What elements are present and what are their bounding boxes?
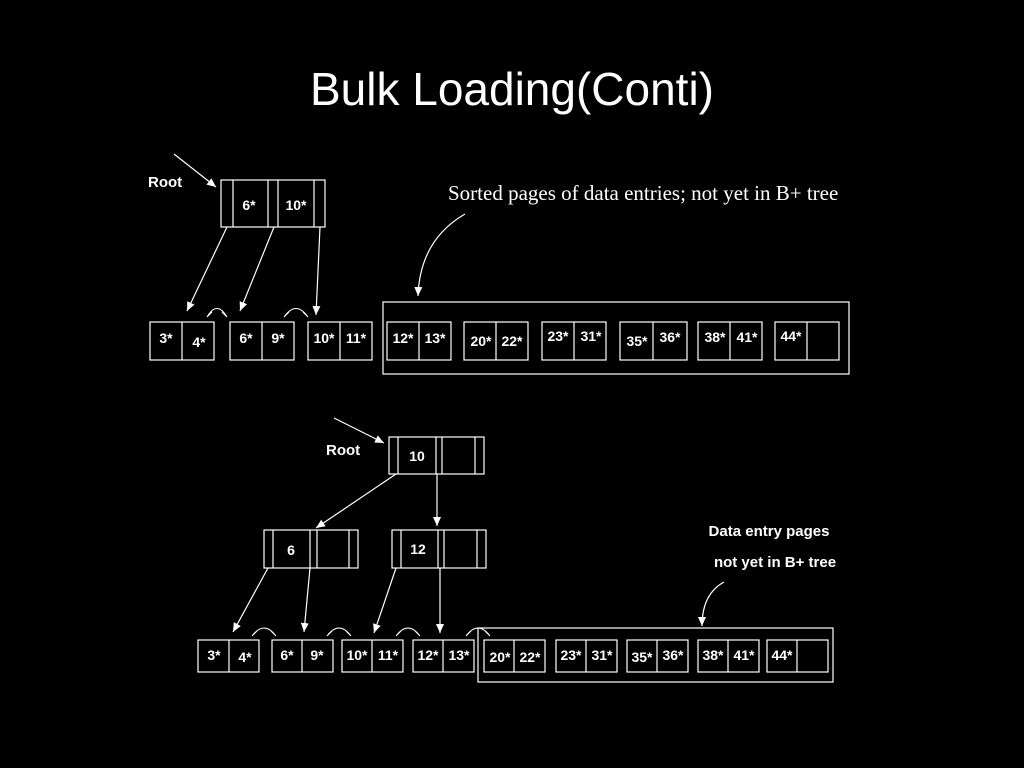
top-leaf-4-entry-1: 12* — [392, 330, 414, 346]
top-leaf-6: 23* 31* — [541, 321, 607, 361]
bottom-leaf-5-entry-2: 22* — [519, 649, 541, 665]
top-pointer-to-leaf-1 — [186, 226, 228, 312]
bottom-root-label: Root — [326, 442, 360, 459]
top-leaf-3-entry-1: 10* — [313, 330, 335, 346]
top-leaf-4-entry-2: 13* — [424, 330, 446, 346]
bottom-leaf-7-entry-1: 35* — [631, 649, 653, 665]
top-leaf-7-entry-1: 35* — [626, 333, 648, 349]
top-leaf-7-entry-2: 36* — [659, 329, 681, 345]
bottom-tree: Root 10 6 12 — [197, 417, 836, 683]
top-unindexed-pages-box — [382, 301, 850, 375]
top-leaf-1-entry-2: 4* — [192, 334, 206, 350]
top-pointer-to-leaf-3 — [312, 226, 321, 316]
bottom-annotation-line-2: not yet in B+ tree — [714, 554, 836, 571]
top-leaf-3: 10* 11* — [307, 321, 373, 361]
bottom-leaf-3: 10* 11* — [341, 639, 404, 673]
bottom-leaf-6-entry-1: 23* — [560, 647, 582, 663]
top-leaf-7: 35* 36* — [619, 321, 688, 361]
bottom-leaf-2-entry-2: 9* — [310, 647, 324, 663]
bottom-pointer-to-internal-1 — [315, 473, 397, 529]
top-leaf-3-entry-2: 11* — [346, 330, 367, 346]
bottom-leaf-1: 3* 4* — [197, 639, 260, 673]
bottom-internal-node-1: 6 — [263, 529, 359, 569]
bottom-annotation-line-1: Data entry pages — [709, 523, 830, 540]
bottom-leaf-3-entry-2: 11* — [378, 647, 399, 663]
bottom-leaf-5: 20* 22* — [483, 639, 546, 673]
bottom-unindexed-pages-box — [477, 627, 834, 683]
bottom-leaf-6: 23* 31* — [555, 639, 618, 673]
bottom-leaf-2: 6* 9* — [271, 639, 334, 673]
top-sibling-link-1 — [206, 308, 228, 318]
top-annotation-arrow — [414, 213, 466, 297]
bottom-leaf-4-entry-1: 12* — [417, 647, 439, 663]
bottom-pointer-6-right — [300, 567, 311, 633]
top-leaf-6-entry-1: 23* — [547, 328, 569, 344]
bottom-annotation-arrow — [698, 581, 725, 627]
bottom-leaf-6-entry-2: 31* — [591, 647, 613, 663]
top-leaf-4: 12* 13* — [386, 321, 452, 361]
bottom-leaf-7-entry-2: 36* — [662, 647, 684, 663]
bottom-leaf-4-entry-2: 13* — [448, 647, 470, 663]
bottom-root-key-1: 10 — [409, 448, 425, 464]
top-leaf-2: 6* 9* — [229, 321, 295, 361]
slide-title: Bulk Loading(Conti) — [309, 63, 714, 115]
bottom-leaf-5-entry-1: 20* — [489, 649, 511, 665]
top-annotation: Sorted pages of data entries; not yet in… — [448, 181, 838, 205]
top-leaf-5-entry-2: 22* — [501, 333, 523, 349]
top-leaf-6-entry-2: 31* — [580, 328, 602, 344]
bottom-leaf-9-entry-1: 44* — [771, 647, 793, 663]
top-leaf-8: 38* 41* — [697, 321, 763, 361]
top-root-node: 6* 10* — [220, 179, 326, 228]
bottom-sibling-link-2 — [326, 627, 352, 637]
top-leaf-2-entry-2: 9* — [271, 330, 285, 346]
bottom-internal-node-2: 12 — [391, 529, 487, 569]
bottom-leaf-8-entry-1: 38* — [702, 647, 724, 663]
bottom-sibling-link-3 — [395, 627, 421, 637]
bottom-leaf-3-entry-1: 10* — [346, 647, 368, 663]
bottom-leaf-8-entry-2: 41* — [733, 647, 755, 663]
top-leaf-8-entry-1: 38* — [704, 329, 726, 345]
top-leaf-1-entry-1: 3* — [159, 330, 173, 346]
bottom-root-node: 10 — [388, 436, 485, 475]
bottom-leaf-4: 12* 13* — [412, 639, 475, 673]
top-leaf-5-entry-1: 20* — [470, 333, 492, 349]
bottom-sibling-link-1 — [251, 627, 277, 637]
top-pointer-to-leaf-2 — [239, 226, 275, 312]
top-leaf-2-entry-1: 6* — [239, 330, 253, 346]
bottom-internal-node-1-key: 6 — [287, 542, 295, 558]
bottom-leaf-2-entry-1: 6* — [280, 647, 294, 663]
top-leaf-8-entry-2: 41* — [736, 329, 758, 345]
top-tree: Root 6* 10* 3* 4* — [148, 153, 850, 375]
bottom-leaf-9: 44* — [766, 639, 829, 673]
bottom-root-pointer-arrow — [333, 417, 385, 444]
top-root-label: Root — [148, 174, 182, 191]
bottom-leaf-7: 35* 36* — [626, 639, 689, 673]
bottom-internal-node-2-key: 12 — [410, 541, 426, 557]
top-leaf-9-entry-1: 44* — [780, 328, 802, 344]
bottom-leaf-8: 38* 41* — [697, 639, 760, 673]
top-root-key-1: 6* — [242, 197, 256, 213]
top-leaf-1: 3* 4* — [149, 321, 215, 361]
bottom-leaf-1-entry-2: 4* — [238, 649, 252, 665]
top-root-pointer-arrow — [173, 153, 217, 188]
bottom-leaf-1-entry-1: 3* — [207, 647, 221, 663]
bottom-pointer-12-left — [373, 567, 397, 634]
top-sibling-link-2 — [283, 308, 309, 318]
bottom-pointer-6-left — [232, 567, 269, 633]
top-leaf-9: 44* — [774, 321, 840, 361]
top-root-key-2: 10* — [285, 197, 307, 213]
top-leaf-5: 20* 22* — [463, 321, 529, 361]
